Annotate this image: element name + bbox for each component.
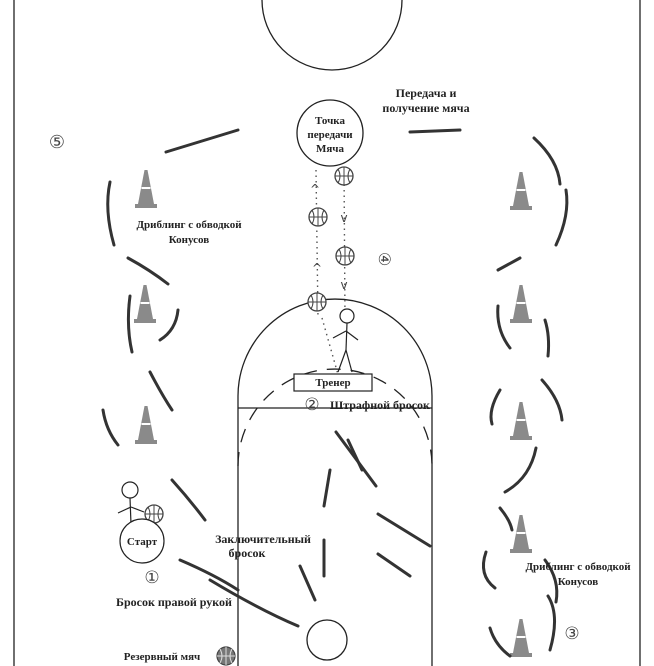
pass-down-arrow: v [340,278,347,292]
spare-ball-label: Резервный мяч [124,651,200,663]
coach-figure [332,308,359,373]
pass-point-label-3: Мяча [316,143,345,155]
dribble-left-label-1: Дриблинг с обводкой [136,219,242,231]
traffic-cone-icon [133,284,157,324]
coach-label: Тренер [315,377,350,389]
pass-down-arrow: v [340,211,347,225]
movement-arrows [101,128,569,658]
dribble-right-label-2: Конусов [558,576,599,588]
basketball-icon [335,246,355,266]
center-circle [261,0,403,71]
start-label: Старт [127,536,158,548]
basketball-icon [308,207,328,227]
three-point-arc [237,298,433,666]
coach-box [293,373,373,392]
traffic-cone-icon [509,514,533,554]
spare-ball-icon [216,646,236,666]
final-shot-label-1: Заключительный [215,532,311,546]
pass-receive-label-1: Передача и [396,86,457,100]
court-lines [13,0,641,666]
basketball-icon [307,292,327,312]
traffic-cone-icon [509,618,533,658]
pass-up-arrow: ^ [310,182,320,196]
pass-receive-label-2: получение мяча [382,101,469,115]
marker-2: ② [304,395,319,415]
dribble-left-label-2: Конусов [169,234,210,246]
traffic-cone-icon [134,405,158,445]
basket-ring [306,619,348,661]
traffic-cone-icon [509,284,533,324]
marker-3: ③ [564,624,579,644]
pass-up-arrow: ^ [312,261,322,275]
player-figure [117,481,165,564]
basketball-icon [334,166,354,186]
traffic-cone-icon [134,169,158,209]
dribble-right-label-1: Дриблинг с обводкой [525,561,631,573]
pass-point-label-1: Точка [315,115,345,127]
free-throw-circle [237,368,433,467]
traffic-cone-icon [509,171,533,211]
pass-point-label-2: передачи [307,129,353,141]
free-throw-label: Штрафной бросок [330,398,430,412]
marker-1: ① [144,568,159,588]
marker-5: ⑤ [49,132,65,153]
pass-point-circle [296,99,364,167]
traffic-cone-icon [509,401,533,441]
right-hand-shot-label: Бросок правой рукой [116,595,232,609]
marker-4: ④ [375,252,394,266]
final-shot-label-2: бросок [229,546,266,560]
